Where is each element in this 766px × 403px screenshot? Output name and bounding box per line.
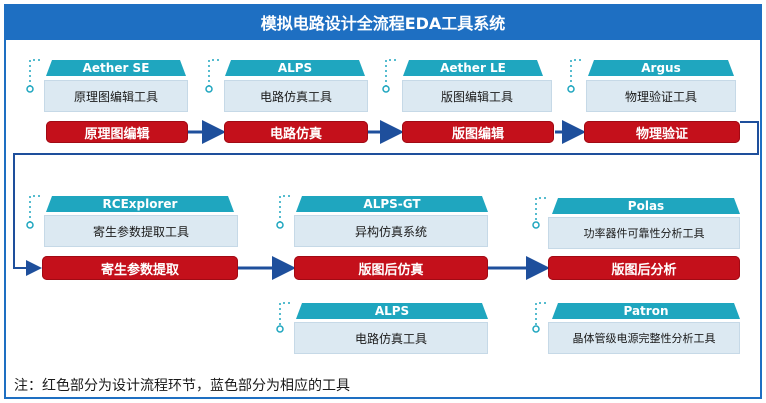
diagram-title: 模拟电路设计全流程EDA工具系统 [4,4,762,40]
tool-desc-patron: 晶体管级电源完整性分析工具 [548,322,740,354]
tool-tab-argus: Argus [588,60,734,76]
flow-connector-wrap [13,121,759,276]
tool-tab-alps-gt: ALPS-GT [296,196,488,212]
tool-desc-alps-2: 电路仿真工具 [294,322,488,354]
step-post-layout-sim: 版图后仿真 [294,256,488,280]
tool-desc-alps-gt: 异构仿真系统 [294,215,488,247]
tool-desc-argus: 物理验证工具 [586,80,736,112]
tool-desc-alps: 电路仿真工具 [224,80,368,112]
tool-tab-patron: Patron [552,303,740,319]
step-post-layout-analysis: 版图后分析 [548,256,740,280]
step-physical-verify: 物理验证 [584,121,740,143]
step-schematic-edit: 原理图编辑 [46,121,188,143]
tool-tab-aether-se: Aether SE [46,60,186,76]
tool-desc-aether-le: 版图编辑工具 [402,80,552,112]
tool-tab-alps: ALPS [225,60,365,76]
tool-desc-rcexplorer: 寄生参数提取工具 [44,215,238,247]
legend-note: 注：红色部分为设计流程环节，蓝色部分为相应的工具 [14,378,350,394]
tool-desc-aether-se: 原理图编辑工具 [44,80,188,112]
step-parasitic-extract: 寄生参数提取 [42,256,238,280]
tool-tab-rcexplorer: RCExplorer [46,196,234,212]
tool-tab-aether-le: Aether LE [403,60,543,76]
step-layout-edit: 版图编辑 [402,121,554,143]
step-circuit-sim: 电路仿真 [224,121,368,143]
tool-tab-polas: Polas [552,198,740,214]
tool-desc-polas: 功率器件可靠性分析工具 [548,217,740,249]
tool-tab-alps-2: ALPS [296,303,488,319]
